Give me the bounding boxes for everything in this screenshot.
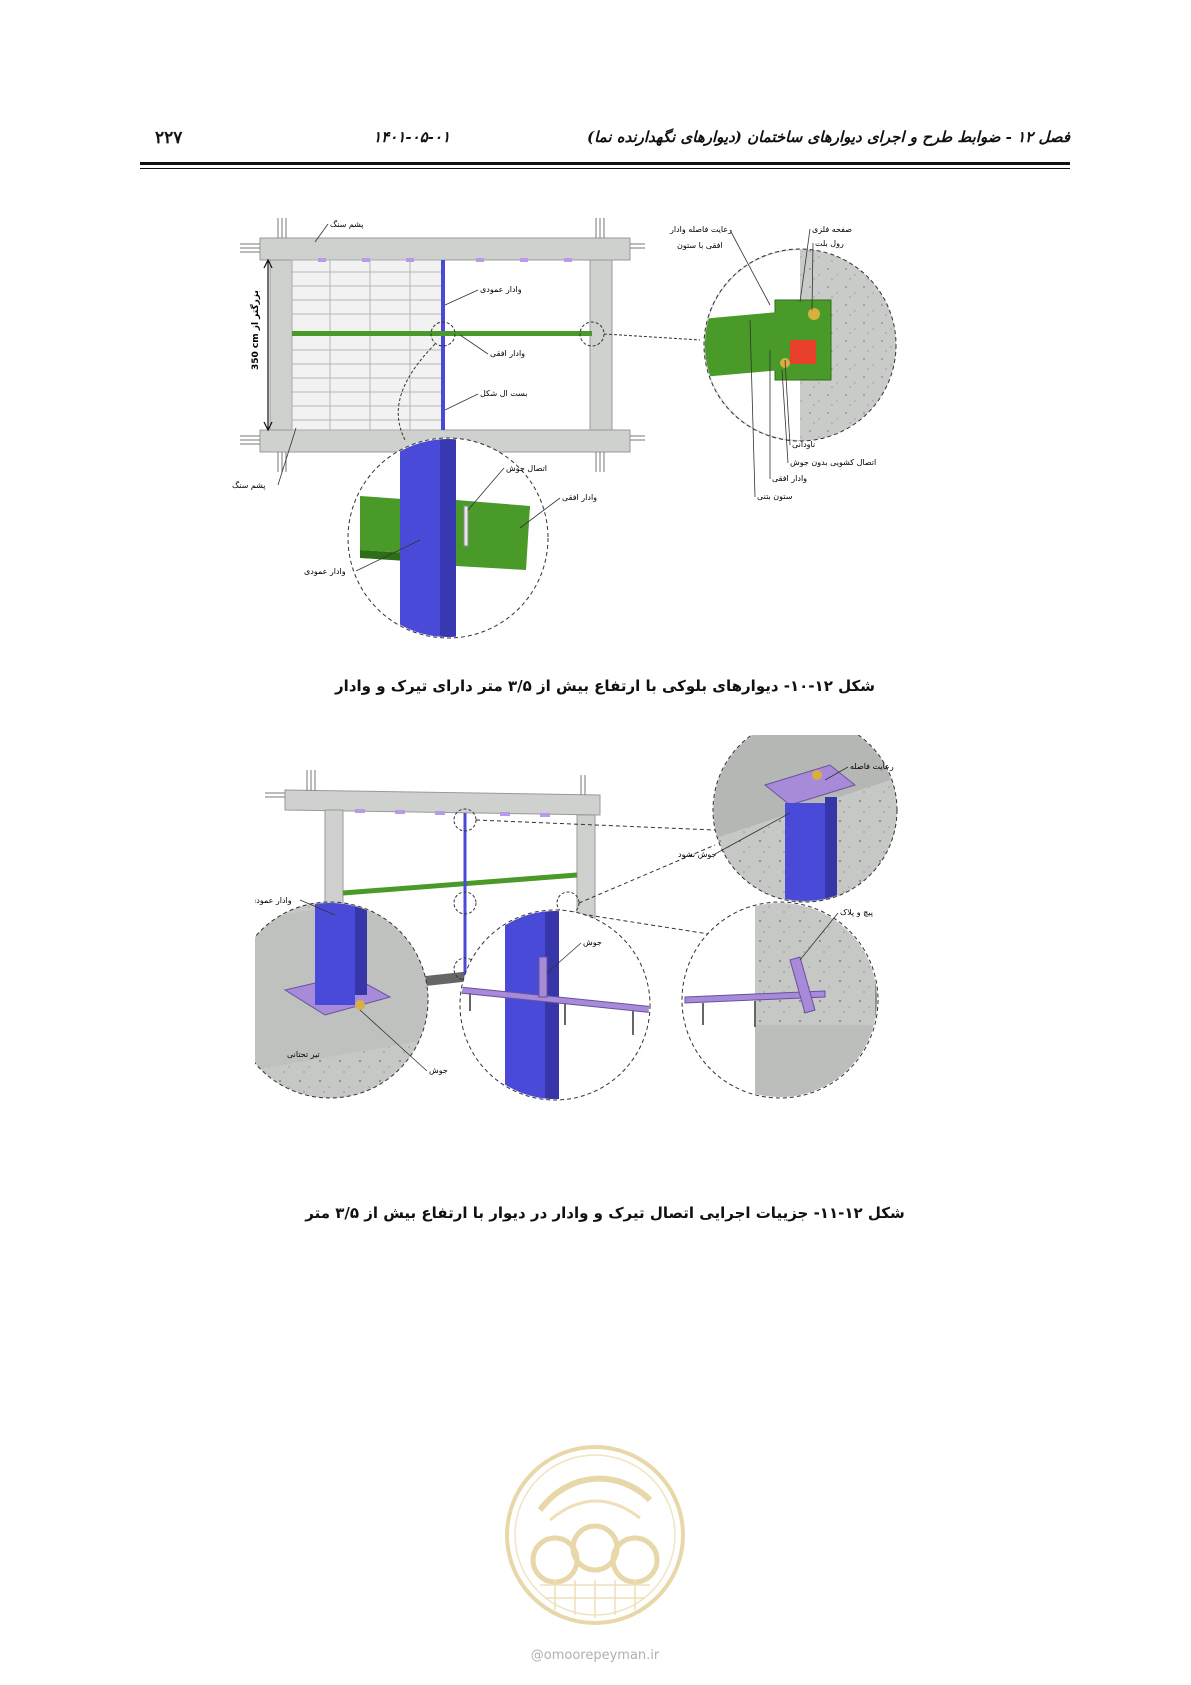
label-l-bracket: بست ال شکل	[480, 389, 528, 398]
detail-circle-weld	[347, 437, 549, 639]
label-slip-joint: اتصال کشویی بدون جوش	[790, 458, 876, 467]
label-horizontal-stud-right: وادار افقی	[772, 474, 807, 483]
header-rule-thin	[140, 168, 1070, 169]
label-vertical-stud-detail: وادار عمودی	[304, 567, 346, 576]
header-rule-thick	[140, 162, 1070, 165]
detail-circle-screw-plug	[681, 901, 879, 1099]
label-weld-mid: جوش	[583, 938, 602, 947]
page-header: فصل ۱۲ - ضوابط طرح و اجرای دیوارهای ساخت…	[140, 128, 1070, 152]
label-spacing-note-1: رعایت فاصله وادار	[669, 225, 732, 234]
detail-circle-mid-weld	[459, 909, 651, 1101]
page-number: ۲۲۷	[155, 128, 183, 148]
horizontal-stud-3d	[342, 872, 578, 896]
label-weld-bottom: جوش	[429, 1066, 448, 1075]
header-date: ۱۴۰۱-۰۵-۰۱	[373, 128, 450, 146]
label-spacing-note-2: افقی با ستون	[677, 241, 723, 250]
label-weld-joint: اتصال جوش	[506, 464, 547, 473]
label-vertical-stud-2: وادار عمودی	[255, 896, 292, 905]
height-dimension	[263, 258, 273, 432]
figure-2-caption: شکل ۱۲-۱۱- جزییات اجرایی اتصال تیرک و وا…	[305, 1204, 905, 1222]
label-stone-wool-top: پشم سنگ	[330, 219, 364, 229]
label-horizontal-stud: وادار افقی	[490, 349, 525, 358]
label-rawl-bolt: رول بلت	[815, 239, 844, 248]
detail-circle-base-weld	[255, 901, 429, 1099]
watermark-logo	[505, 1445, 685, 1625]
label-horizontal-stud-detail: وادار افقی	[562, 493, 597, 502]
label-spacing: رعایت فاصله	[850, 762, 894, 771]
figure-1-caption: شکل ۱۲-۱۰- دیوارهای بلوکی با ارتفاع بیش …	[335, 677, 875, 695]
detail-circle-slip-joint	[703, 248, 897, 442]
block-wall	[291, 259, 443, 431]
label-lower-beam: تیر تحتانی	[287, 1050, 320, 1059]
vertical-stud	[441, 260, 445, 430]
horizontal-stud	[292, 331, 592, 336]
figure-1-drawing: 350 cm بزرگتر از پشم سنگ وادار عمودی واد…	[232, 218, 897, 639]
label-stone-wool-bottom: پشم سنگ	[232, 480, 266, 490]
label-concrete-column: ستون بتنی	[757, 492, 793, 501]
label-no-weld: جوش نشود	[678, 850, 717, 859]
height-dimension-label: 350 cm بزرگتر از	[249, 290, 261, 370]
label-channel: ناودانی	[792, 440, 815, 449]
chapter-title: فصل ۱۲ - ضوابط طرح و اجرای دیوارهای ساخت…	[586, 128, 1070, 146]
label-vertical-stud: وادار عمودی	[480, 285, 522, 294]
label-metal-plate: صفحه فلزی	[812, 225, 852, 234]
figure-2-drawing: رعایت فاصله جوش نشود وادار عمودی تیر تحت…	[255, 735, 898, 1101]
detail-circle-top-spacing	[712, 735, 898, 903]
label-screw-plug: پیچ و پلاک	[840, 908, 873, 917]
watermark-url: @omoorepeyman.ir	[530, 1648, 660, 1663]
